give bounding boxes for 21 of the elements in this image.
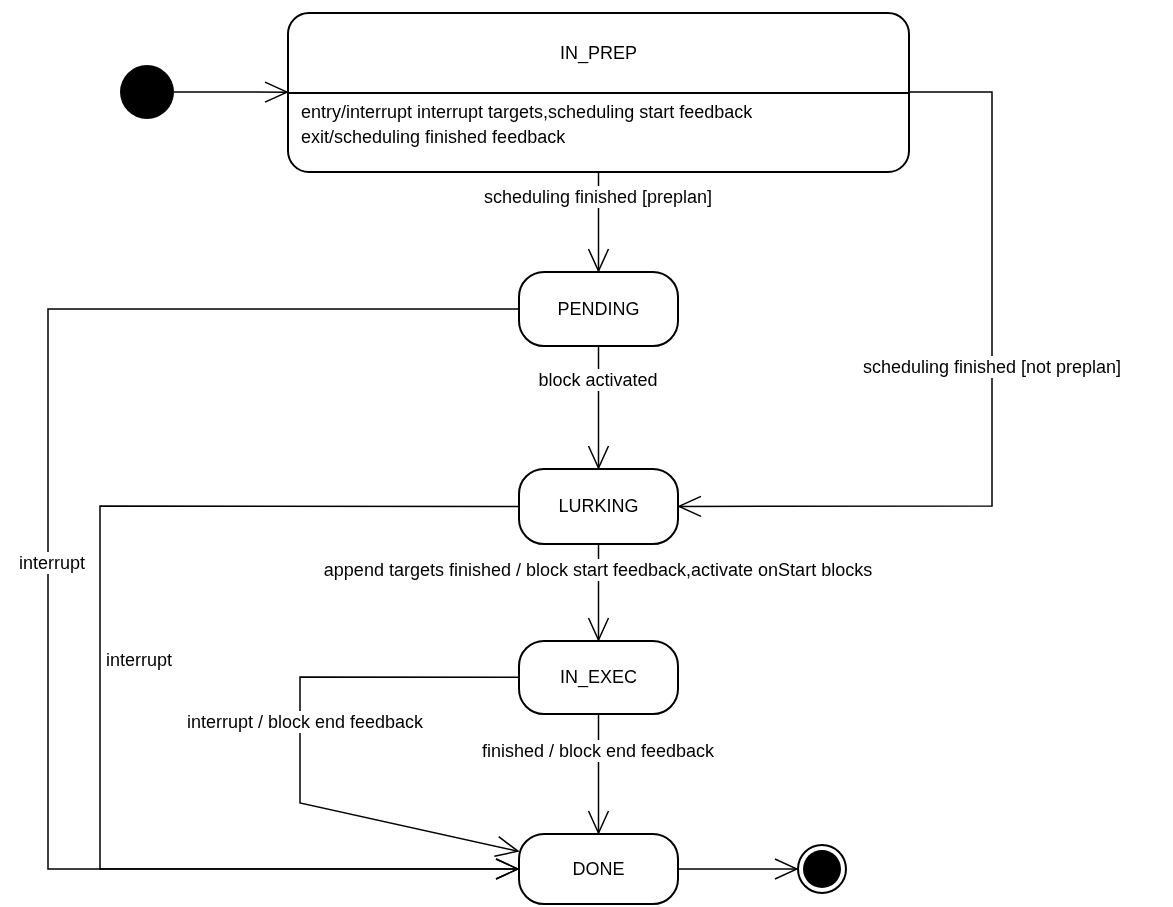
transition-arrow	[299, 676, 519, 857]
edge-label: finished / block end feedback	[479, 740, 717, 762]
edge-label: interrupt	[17, 552, 87, 574]
edge-label: append targets finished / block start feedback,activate onStart blocks	[321, 559, 875, 581]
transition-arrow	[678, 91, 993, 518]
state-name: PENDING	[557, 298, 640, 320]
state-box	[518, 833, 679, 905]
state-name: DONE	[572, 858, 625, 880]
state-name: IN_EXEC	[560, 667, 637, 688]
edge-label: block activated	[536, 369, 660, 391]
state-name: IN_PREP	[560, 42, 637, 64]
transition-arrow	[678, 858, 798, 880]
state-name: LURKING	[558, 496, 639, 517]
state-box	[287, 12, 910, 173]
transition-arrow	[173, 81, 288, 103]
state-box	[518, 640, 679, 715]
transition-arrow	[99, 505, 519, 880]
state-action: entry/interrupt interrupt targets,scheduling start feedback	[301, 102, 754, 123]
state-box	[518, 468, 679, 545]
state-box	[518, 271, 679, 347]
state-action: exit/scheduling finished feedback	[301, 127, 567, 148]
